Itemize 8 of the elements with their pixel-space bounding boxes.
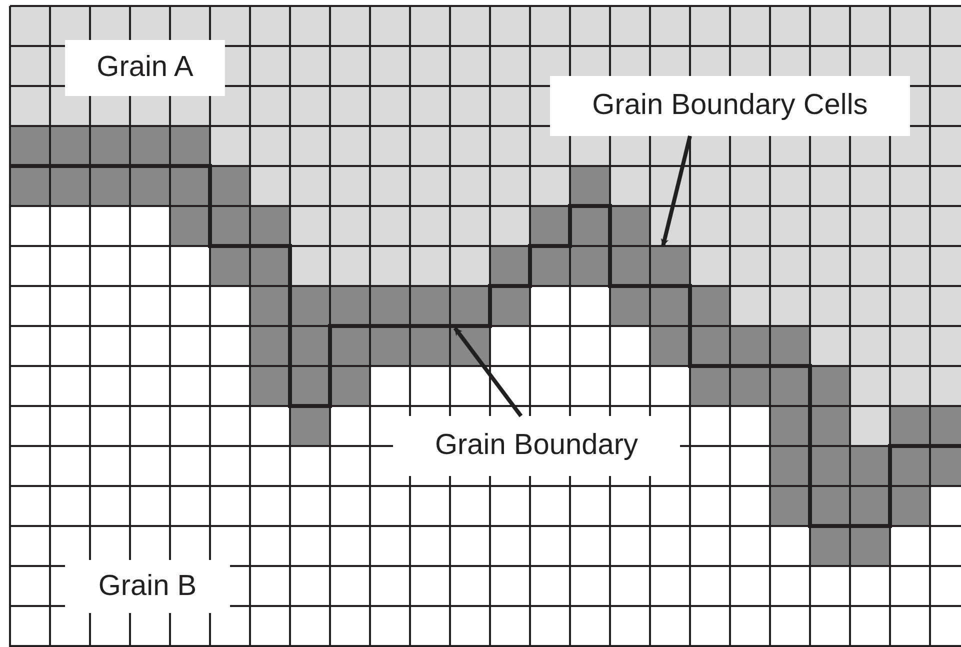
label-text: Grain Boundary Cells bbox=[592, 88, 868, 124]
label-box bbox=[550, 76, 910, 136]
leader-arrow bbox=[660, 136, 692, 247]
label-text: Grain Boundary bbox=[434, 428, 638, 464]
label-text: Grain A bbox=[96, 50, 194, 86]
label-text: Grain B bbox=[98, 568, 197, 604]
label-box bbox=[65, 40, 225, 96]
leader-arrow bbox=[453, 326, 523, 418]
